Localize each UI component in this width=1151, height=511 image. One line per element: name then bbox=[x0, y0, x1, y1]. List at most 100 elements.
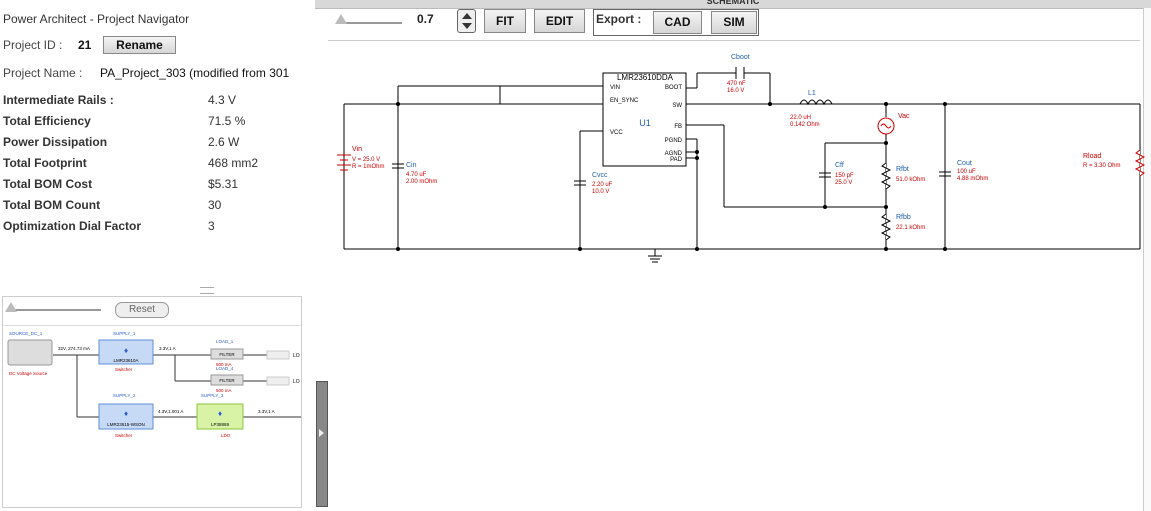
supply1-output: 3.3V,1 A bbox=[159, 346, 176, 351]
resistor-rfbb[interactable] bbox=[880, 213, 892, 241]
load1-filter: FILTER bbox=[219, 352, 235, 357]
supply3-part: LP38869 bbox=[211, 422, 230, 427]
capacitor-cvcc[interactable] bbox=[574, 180, 586, 186]
load1-filter-block[interactable] bbox=[210, 348, 244, 360]
supply3-type: LDO bbox=[221, 433, 231, 438]
zoom-slider-thumb[interactable] bbox=[335, 14, 347, 24]
export-label: Export : bbox=[596, 12, 642, 26]
metric-value: 71.5 % bbox=[208, 114, 246, 128]
cin-esr: 2.00 mOhm bbox=[406, 179, 437, 185]
metric-value: 468 mm2 bbox=[208, 156, 259, 170]
source-output: 32V, 274.73 mA bbox=[58, 346, 90, 351]
load4-filter-block[interactable] bbox=[210, 374, 244, 386]
pin-en: EN_SYNC bbox=[610, 98, 639, 104]
source-block[interactable] bbox=[7, 339, 53, 366]
cff-value: 150 pF bbox=[835, 173, 854, 179]
schematic-wires bbox=[343, 72, 1141, 250]
supply1-type: Switcher bbox=[115, 367, 133, 372]
pin-boot: BOOT bbox=[665, 85, 682, 91]
fit-button[interactable]: FIT bbox=[484, 9, 526, 33]
metric-label: Total Footprint bbox=[3, 156, 87, 170]
block-diagram-panel: Reset SOURCE_DC_1 DC Voltage Source 32V,… bbox=[2, 296, 302, 508]
pin-sw: SW bbox=[672, 103, 682, 109]
rload-value: R = 3.30 Ohm bbox=[1083, 163, 1121, 169]
vin-source[interactable] bbox=[337, 154, 351, 171]
rename-button[interactable]: Rename bbox=[103, 36, 176, 54]
capacitor-cout[interactable] bbox=[939, 171, 951, 177]
supply2-title: SUPPLY_2 bbox=[113, 393, 136, 398]
load1-cut-label: LO bbox=[293, 353, 300, 359]
project-name-value: PA_Project_303 (modified from 301 bbox=[100, 66, 290, 80]
resistor-rload[interactable] bbox=[1134, 149, 1146, 177]
supply3-block[interactable] bbox=[196, 403, 244, 430]
ground-icon bbox=[648, 249, 662, 263]
ic-body[interactable] bbox=[602, 72, 687, 167]
edit-button[interactable]: EDIT bbox=[534, 9, 585, 33]
supply1-block[interactable] bbox=[98, 339, 154, 365]
block-diagram-scrollbar[interactable] bbox=[316, 381, 328, 507]
capacitor-cff[interactable] bbox=[819, 172, 831, 178]
project-id-label: Project ID : bbox=[3, 38, 63, 52]
ic-ref: U1 bbox=[639, 118, 651, 128]
zoom-slider-track[interactable] bbox=[340, 22, 402, 24]
stepper-down-icon[interactable] bbox=[462, 23, 472, 29]
capacitor-cboot[interactable] bbox=[735, 67, 745, 79]
stepper-up-icon[interactable] bbox=[462, 13, 472, 19]
junction-dots bbox=[396, 102, 947, 251]
schematic-scrollbar[interactable] bbox=[1143, 8, 1151, 511]
cin-value: 4.70 uF bbox=[406, 172, 427, 178]
load1-endpoint[interactable] bbox=[266, 350, 290, 360]
sim-export-button[interactable]: SIM bbox=[711, 11, 757, 34]
l1-value: 22.0 uH bbox=[790, 115, 811, 121]
project-name-label: Project Name : bbox=[3, 66, 83, 80]
pin-agnd: AGND bbox=[665, 151, 683, 157]
inductor-l1[interactable] bbox=[799, 99, 833, 106]
cvcc-name: Cvcc bbox=[592, 172, 608, 179]
cvcc-value: 2.20 uF bbox=[592, 182, 613, 188]
rfbb-name: Rfbb bbox=[896, 214, 911, 221]
supply2-block[interactable] bbox=[98, 403, 154, 430]
rfbt-value: 51.0 kOhm bbox=[896, 177, 925, 183]
pin-vin: VIN bbox=[610, 85, 620, 91]
ic-name: LMR23610DDA bbox=[617, 73, 674, 82]
navigator-title: Power Architect - Project Navigator bbox=[3, 12, 190, 26]
zoom-value: 0.7 bbox=[417, 12, 434, 26]
cboot-value: 470 nF bbox=[727, 81, 746, 87]
pin-vcc: VCC bbox=[610, 130, 623, 136]
supply1-part: LMR23610A bbox=[113, 358, 138, 363]
load4-current: 500 mA bbox=[216, 388, 232, 393]
load4-filter: FILTER bbox=[219, 378, 235, 383]
panel-splitter-handle[interactable] bbox=[200, 287, 214, 294]
project-id-value: 21 bbox=[78, 38, 92, 52]
vin-name: Vin bbox=[352, 146, 362, 153]
cvcc-rating: 10.0 V bbox=[592, 189, 609, 195]
resistor-rfbt[interactable] bbox=[880, 162, 892, 190]
scroll-arrow-icon[interactable] bbox=[319, 429, 324, 437]
load4-cut-label: LO bbox=[293, 379, 300, 385]
capacitor-cin[interactable] bbox=[392, 163, 404, 169]
vin-resistance: R = 1mOhm bbox=[352, 164, 385, 170]
load1-title: LOAD_1 bbox=[216, 339, 234, 344]
cin-name: Cin bbox=[406, 162, 417, 169]
ti-logo-icon: ♦ bbox=[124, 409, 128, 418]
l1-resistance: 0.142 Ohm bbox=[790, 122, 820, 128]
bd-zoom-slider-thumb[interactable] bbox=[5, 302, 17, 312]
metric-label: Power Dissipation bbox=[3, 135, 108, 149]
rload-name: Rload bbox=[1083, 153, 1101, 160]
source-title: SOURCE_DC_1 bbox=[9, 331, 43, 336]
load4-endpoint[interactable] bbox=[266, 376, 290, 386]
load1-current: 500 mA bbox=[216, 362, 232, 367]
bd-zoom-slider-track[interactable] bbox=[11, 309, 101, 311]
zoom-stepper[interactable] bbox=[457, 9, 476, 33]
cout-value: 100 uF bbox=[957, 169, 976, 175]
cout-name: Cout bbox=[957, 160, 972, 167]
reset-button[interactable]: Reset bbox=[115, 302, 169, 318]
cad-export-button[interactable]: CAD bbox=[653, 11, 702, 34]
load4-title: LOAD_4 bbox=[216, 366, 234, 371]
vin-voltage: V = 25.0 V bbox=[352, 157, 380, 163]
supply2-output: 4.3V,1.001 A bbox=[158, 409, 183, 414]
metric-value: 4.3 V bbox=[208, 93, 237, 107]
metric-label: Intermediate Rails : bbox=[3, 93, 114, 107]
pin-pgnd: PGND bbox=[665, 138, 683, 144]
